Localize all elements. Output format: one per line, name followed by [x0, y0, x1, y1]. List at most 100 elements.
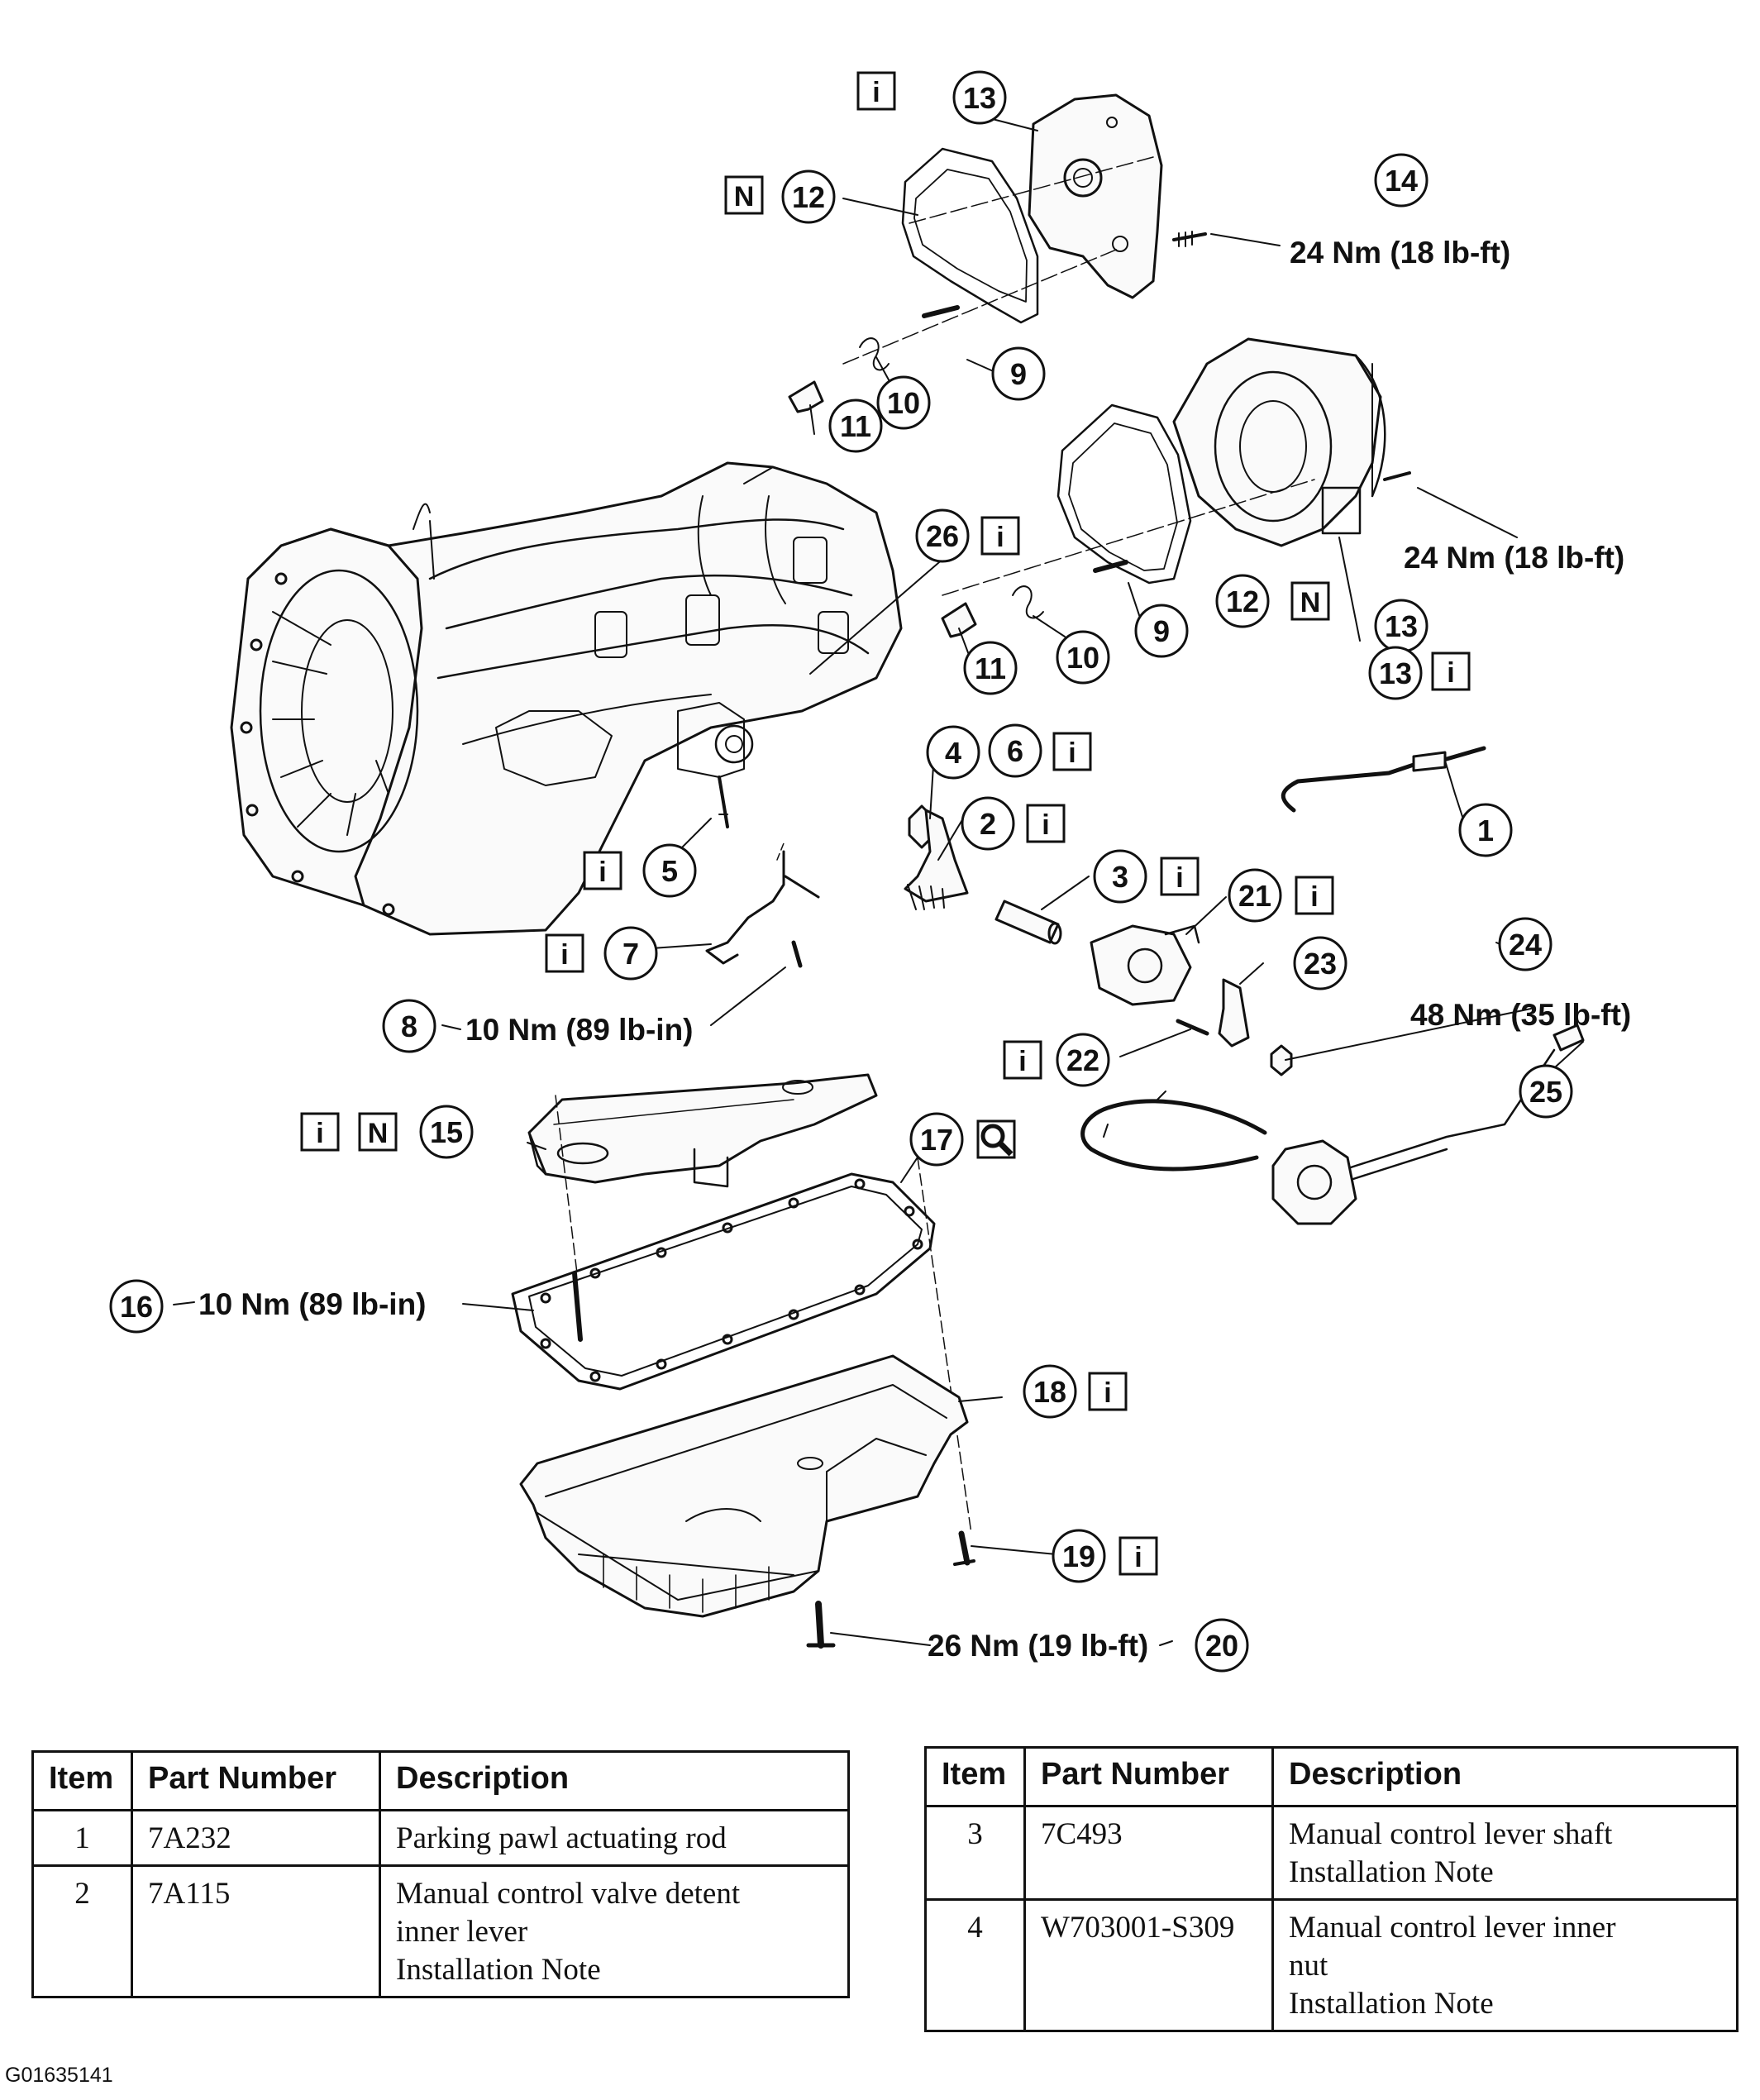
callout-13: 13 i	[1368, 646, 1471, 700]
description-line: inner lever	[396, 1915, 528, 1949]
part-number: W703001-S309	[1023, 1898, 1274, 2032]
callout-number: 2	[980, 807, 996, 841]
column-header-part-number: Part Number	[1023, 1746, 1274, 1807]
svg-text:i: i	[1310, 881, 1318, 913]
svg-text:N: N	[734, 181, 755, 212]
extension-housing-upper	[788, 93, 1207, 413]
part-number: 7C493	[1023, 1805, 1274, 1901]
callout-1: 1	[1458, 803, 1513, 857]
callout-number: 20	[1205, 1629, 1238, 1663]
torque-label-16: 10 Nm (89 lb-in)	[198, 1287, 427, 1321]
table-header-row: Item Part Number Description	[924, 1746, 1739, 1807]
description: Manual control valve detent inner lever …	[379, 1864, 850, 1998]
callout-11: 11	[963, 641, 1018, 695]
table-header-row: Item Part Number Description	[31, 1750, 850, 1811]
callout-circle	[876, 375, 931, 430]
description-line: Manual control lever shaft	[1289, 1817, 1613, 1851]
callout-23: 23	[1293, 936, 1347, 990]
torque-labels: 24 Nm (18 lb-ft) 24 Nm (18 lb-ft) 48 Nm …	[198, 236, 1631, 1663]
callout-circle	[952, 70, 1007, 125]
callout-16: 16	[109, 1279, 164, 1334]
info-icon[interactable]: i	[1088, 1372, 1128, 1411]
info-icon[interactable]: i	[1295, 876, 1334, 915]
info-icon[interactable]: i	[1026, 804, 1066, 843]
callout-circle	[1023, 1364, 1077, 1419]
callout-number: 17	[920, 1123, 953, 1157]
svg-text:i: i	[1447, 657, 1454, 689]
callout-13: 13i	[856, 70, 1007, 125]
column-header-part-number: Part Number	[131, 1750, 381, 1811]
description-line: Manual control valve detent	[396, 1877, 741, 1911]
description-line: Manual control lever inner	[1289, 1911, 1616, 1945]
callout-number: 9	[1010, 357, 1027, 391]
callout-21: 21 i	[1228, 868, 1334, 923]
item-number: 2	[31, 1864, 133, 1998]
column-header-item: Item	[31, 1750, 133, 1811]
callout-number: 4	[945, 736, 961, 770]
pan-gasket	[511, 1095, 972, 1534]
new-part-marker: N	[1290, 581, 1330, 621]
table-row: 3 7C493 Manual control lever shaft Insta…	[924, 1805, 1739, 1901]
callout-number: 7	[622, 937, 639, 971]
column-header-item: Item	[924, 1746, 1026, 1807]
callout-9: 9	[1134, 604, 1189, 658]
parts-table-2: Item Part Number Description 3 7C493 Man…	[924, 1746, 1739, 2032]
installation-note-link[interactable]: Installation Note	[1289, 1855, 1494, 1889]
installation-note-link[interactable]: Installation Note	[396, 1953, 601, 1987]
info-icon[interactable]: i	[1052, 732, 1092, 771]
info-icon[interactable]: i	[1160, 857, 1200, 896]
torque-label-14a: 24 Nm (18 lb-ft)	[1290, 236, 1510, 270]
callout-circle	[1293, 936, 1347, 990]
callout-circle	[963, 641, 1018, 695]
callout-circle	[915, 508, 970, 563]
callout-number: 12	[792, 180, 825, 214]
callout-17: 17	[909, 1112, 1016, 1167]
callout-5: 5i	[583, 843, 697, 898]
item-number: 3	[924, 1805, 1026, 1901]
info-icon[interactable]: i	[545, 933, 584, 973]
pan-bolts	[806, 1530, 975, 1649]
callout-number: 21	[1238, 879, 1271, 913]
callout-number: 16	[120, 1290, 153, 1324]
exploded-transmission-diagram: 13i12N1491011139101112N13i26i46i12i3i21i…	[109, 70, 1631, 1673]
callout-circle	[382, 999, 436, 1053]
svg-text:i: i	[1176, 862, 1183, 894]
column-header-description: Description	[1271, 1746, 1739, 1807]
installation-note-link[interactable]: Installation Note	[1289, 1987, 1494, 2021]
info-icon[interactable]: i	[1431, 651, 1471, 691]
info-icon[interactable]: i	[1003, 1040, 1042, 1080]
magnifier-icon[interactable]	[976, 1119, 1016, 1159]
callout-circle	[926, 725, 980, 780]
svg-text:i: i	[599, 857, 606, 888]
oil-filter	[527, 1073, 878, 1188]
svg-text:i: i	[316, 1118, 323, 1149]
table-row: 4 W703001-S309 Manual control lever inne…	[924, 1898, 1739, 2032]
callout-circle	[1195, 1618, 1249, 1673]
callout-number: 19	[1062, 1539, 1095, 1573]
callout-number: 11	[975, 651, 1006, 685]
new-part-marker: N	[358, 1112, 398, 1152]
parking-pawl-rod	[1281, 746, 1486, 813]
item-number: 1	[31, 1809, 133, 1867]
info-icon[interactable]: i	[980, 516, 1020, 556]
info-icon[interactable]: i	[856, 71, 896, 111]
small-fasteners	[705, 776, 820, 968]
info-icon[interactable]: i	[300, 1112, 340, 1152]
callout-number: 14	[1385, 164, 1418, 198]
callout-number: 3	[1112, 860, 1128, 894]
info-icon[interactable]: i	[583, 851, 622, 890]
callout-circle	[828, 399, 883, 453]
callout-19: 19 i	[1052, 1529, 1158, 1583]
callout-25: 25	[1519, 1064, 1573, 1119]
item-number: 4	[924, 1898, 1026, 2032]
callout-circle	[988, 723, 1042, 778]
callout-number: 13	[1379, 656, 1412, 690]
info-icon[interactable]: i	[1118, 1536, 1158, 1576]
callout-circle	[961, 796, 1015, 851]
callout-circle	[109, 1279, 164, 1334]
callout-9: 9	[991, 346, 1046, 401]
